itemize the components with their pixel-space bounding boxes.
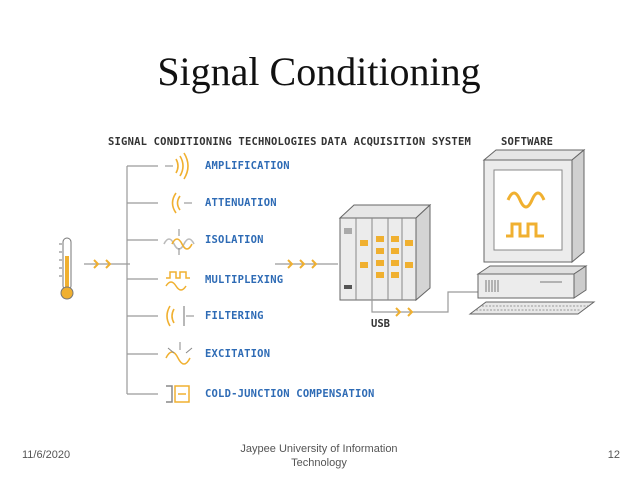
attenuation-icon	[171, 192, 192, 214]
header-software: SOFTWARE	[501, 136, 553, 148]
tree-branches	[127, 165, 158, 395]
footer-institution: Jaypee University of Information Technol…	[219, 442, 419, 470]
daq-chassis-icon	[338, 203, 432, 302]
keyboard-icon	[468, 301, 596, 315]
amplification-icon	[165, 152, 189, 180]
footer-institution-line1: Jaypee University of Information	[240, 443, 398, 455]
slide-title: Signal Conditioning	[157, 49, 481, 94]
excitation-icon	[165, 342, 193, 365]
tech-label-excitation: EXCITATION	[205, 348, 270, 360]
input-arrows-icon	[93, 259, 112, 269]
usb-label: USB	[371, 318, 390, 330]
isolation-icon	[163, 229, 195, 255]
header-technologies: SIGNAL CONDITIONING TECHNOLOGIES	[108, 136, 317, 148]
daq-input-arrows-icon	[287, 259, 318, 269]
tech-label-filtering: FILTERING	[205, 310, 264, 322]
computer-base-icon	[476, 265, 588, 299]
tech-label-amplification: AMPLIFICATION	[205, 160, 290, 172]
footer-date: 11/6/2020	[22, 449, 71, 461]
cold-junction-icon	[166, 385, 190, 403]
tech-label-isolation: ISOLATION	[205, 234, 264, 246]
footer-institution-line2: Technology	[291, 457, 347, 469]
waveform-icon	[506, 191, 546, 238]
header-daq: DATA ACQUISITION SYSTEM	[321, 136, 471, 148]
tech-label-attenuation: ATTENUATION	[205, 197, 277, 209]
computer-monitor-icon	[482, 148, 586, 264]
tech-label-cold-junction: COLD-JUNCTION COMPENSATION	[205, 388, 375, 400]
thermometer-icon	[59, 237, 74, 300]
footer-page-number: 12	[607, 449, 620, 461]
usb-arrows-icon	[395, 307, 414, 317]
multiplexing-icon	[165, 271, 190, 291]
filtering-icon	[166, 305, 194, 327]
tech-label-multiplexing: MULTIPLEXING	[205, 274, 283, 286]
usb-cable	[371, 282, 484, 313]
